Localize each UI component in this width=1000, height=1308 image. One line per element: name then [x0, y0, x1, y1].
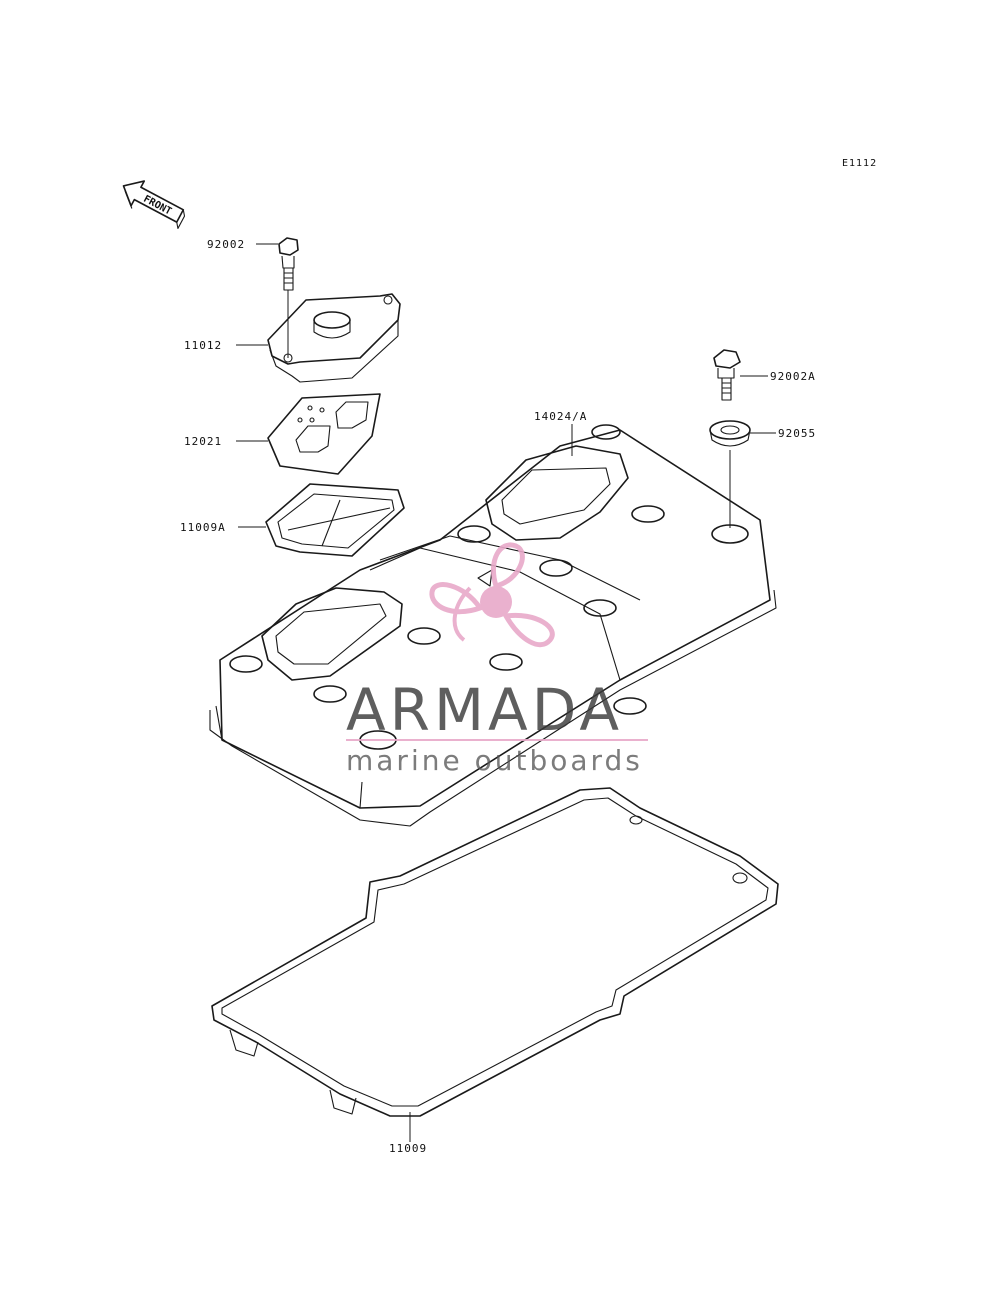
small-gasket-icon [265, 483, 405, 557]
ref-code: E1112 [842, 158, 877, 169]
head-cover-gasket-icon [211, 787, 779, 1117]
cylinder-head-cover-icon [209, 424, 777, 827]
part-label-12021: 12021 [184, 435, 222, 448]
part-label-92002: 92002 [207, 238, 245, 251]
part-label-11009A: 11009A [180, 521, 226, 534]
bolt-icon [713, 349, 741, 401]
watermark-title: ARMADA [346, 676, 623, 744]
front-label: FRONT [141, 194, 173, 218]
propeller-logo-icon [429, 542, 555, 648]
watermark-subtitle: marine outboards [346, 744, 643, 777]
reed-plate-icon [267, 393, 381, 475]
front-arrow-icon: FRONT [122, 180, 186, 229]
breather-cover-icon [267, 293, 401, 383]
armada-logo: ARMADA marine outboards [346, 542, 648, 777]
part-label-92002A: 92002A [770, 370, 816, 383]
part-label-11012: 11012 [184, 339, 222, 352]
bolt-icon [278, 237, 299, 358]
washer-icon [709, 420, 751, 528]
part-label-92055: 92055 [778, 427, 816, 440]
part-label-14024A: 14024/A [534, 410, 587, 423]
part-label-11009: 11009 [389, 1142, 427, 1155]
